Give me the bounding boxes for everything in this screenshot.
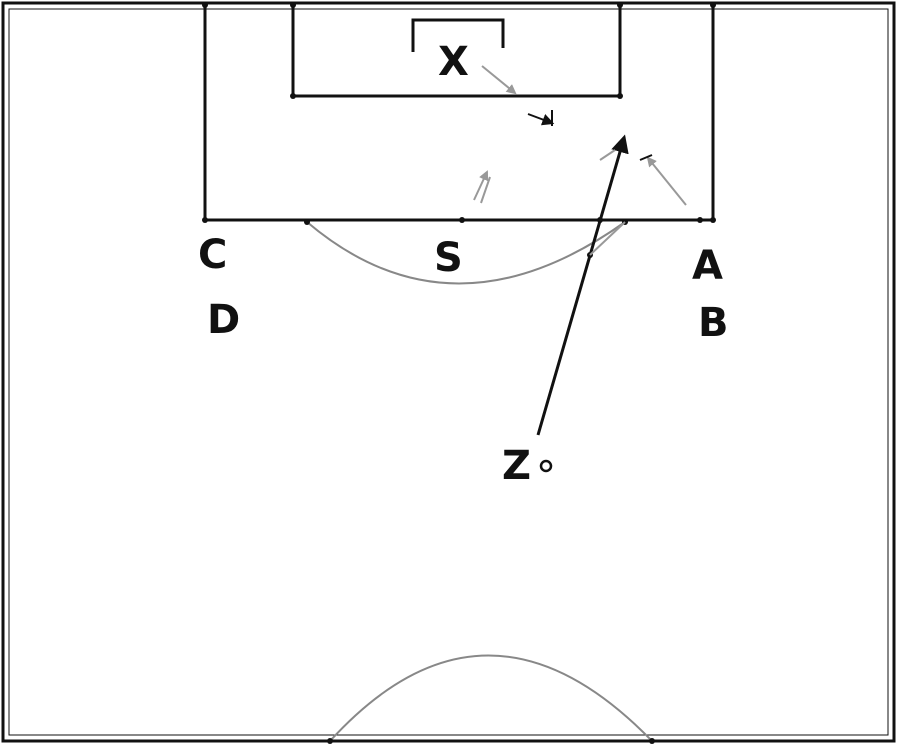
z-marker [539,459,553,473]
vertex-dots [202,2,716,744]
penalty-area [203,5,715,222]
pitch-boundary-inner [8,8,889,736]
label-x: X [438,39,469,85]
faint-arrows [473,65,687,256]
goal-area [291,5,622,98]
centre-circle-arc [329,654,653,742]
label-c: C [198,232,228,278]
label-s: S [434,235,463,281]
penalty-arc [306,221,626,285]
goal-bracket [411,18,505,52]
label-z: Z [502,443,532,489]
label-a: A [692,243,723,289]
label-b: B [698,300,729,346]
label-d: D [207,297,241,343]
z-run-arrow [536,134,629,436]
